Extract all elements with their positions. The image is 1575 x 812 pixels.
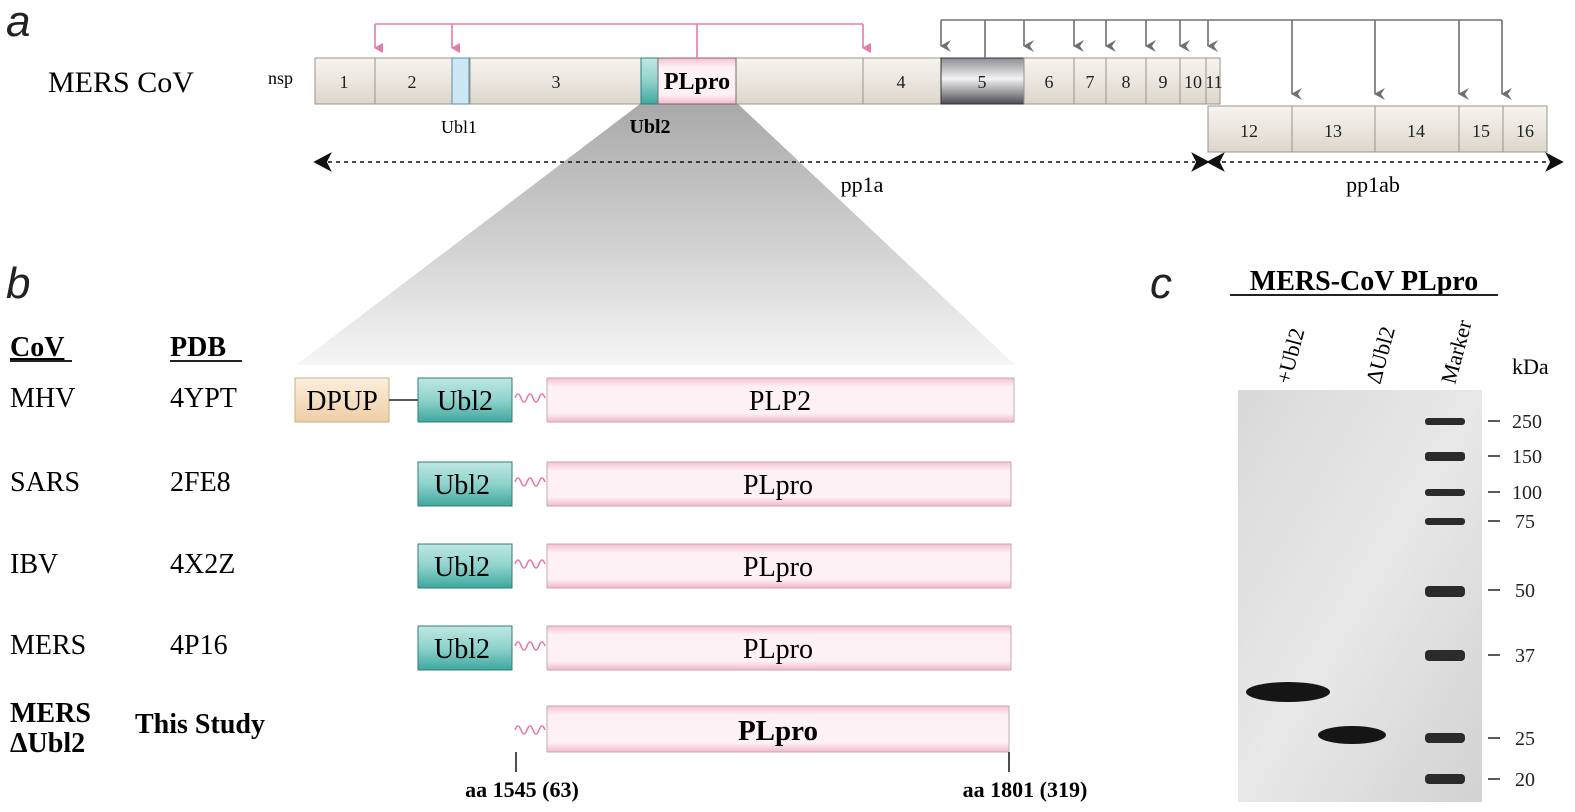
study-cov-line1: MERS: [10, 698, 91, 729]
pp1ab-label: pp1ab: [1346, 172, 1400, 197]
marker-20: 20: [1515, 769, 1535, 791]
ubl2-box-mhv: [417, 377, 513, 423]
col-pdb-header: PDB: [170, 332, 226, 363]
ubl2-domain: [640, 57, 659, 105]
row-cov-mhv: MHV: [10, 383, 75, 414]
marker-25: 25: [1515, 728, 1535, 750]
nsp-4-label: 4: [897, 72, 906, 92]
plpro-box-sars: [546, 461, 1012, 507]
pp1a-label: pp1a: [841, 172, 884, 197]
expansion-fan: [296, 104, 1015, 365]
plpro-label-sars: PLpro: [743, 470, 813, 501]
marker-250: 250: [1512, 411, 1542, 433]
plpro-label-ibv: PLpro: [743, 552, 813, 583]
marker-ticks: [1488, 420, 1500, 780]
plp2-domain: [546, 377, 1015, 423]
row-pdb-ibv: 4X2Z: [170, 549, 235, 580]
plpro-domain: [657, 57, 737, 105]
nsp-6-label: 6: [1045, 72, 1054, 92]
nsp-1-label: 1: [340, 72, 349, 92]
plp2-label: PLP2: [749, 386, 811, 417]
marker-100: 100: [1512, 482, 1542, 504]
marker-50: 50: [1515, 580, 1535, 602]
virus-label: MERS CoV: [48, 66, 194, 99]
panel-b-letter: b: [6, 259, 30, 308]
nsp-13-label: 13: [1324, 121, 1342, 141]
3clpro-cleavage-arrows: [940, 19, 1512, 100]
study-pdb: This Study: [135, 709, 265, 740]
ubl2-box-mers: [417, 625, 513, 671]
marker-75: 75: [1515, 511, 1535, 533]
ubl2-box-sars: [417, 461, 513, 507]
nsp-8-label: 8: [1122, 72, 1131, 92]
ubl2-label: Ubl2: [629, 116, 670, 138]
marker-37: 37: [1515, 645, 1535, 667]
band-delta-ubl2: [1318, 726, 1386, 744]
ubl2-label-mers: Ubl2: [434, 634, 490, 665]
plpro-label-study: PLpro: [738, 715, 818, 747]
linker-helix-sars: [514, 477, 546, 487]
dpup-domain: [294, 377, 390, 423]
band-plus-ubl2: [1246, 682, 1330, 702]
nsp-14-label: 14: [1407, 121, 1425, 141]
nsp-7-label: 7: [1086, 72, 1095, 92]
ubl2-box-ibv: [417, 543, 513, 589]
linker-helix-mers: [514, 641, 546, 651]
gel-title: MERS-CoV PLpro: [1250, 266, 1478, 297]
plpro-box-mers: [546, 625, 1012, 671]
nsp-2-label: 2: [408, 72, 417, 92]
row-pdb-mhv: 4YPT: [170, 383, 237, 414]
nsp-12-label: 12: [1240, 121, 1258, 141]
row-cov-mers: MERS: [10, 630, 86, 661]
pp1ab-track: [1207, 105, 1548, 153]
row-pdb-mers: 4P16: [170, 630, 228, 661]
lane-label-marker: Marker: [1436, 317, 1477, 387]
ubl2-label-ibv: Ubl2: [434, 552, 490, 583]
ubl2-label-mhv: Ubl2: [437, 386, 493, 417]
nsp-10-label: 10: [1184, 72, 1202, 92]
lane-label-delta-ubl2: ΔUbl2: [1361, 324, 1400, 387]
nsp-11-label: 11: [1205, 72, 1222, 92]
plpro-label: PLpro: [664, 69, 730, 95]
nsp-3-label: 3: [552, 72, 561, 92]
dpup-label: DPUP: [306, 386, 378, 417]
panel-c-letter: c: [1150, 259, 1172, 308]
ubl1-label: Ubl1: [441, 117, 477, 137]
study-cov-line2: ΔUbl2: [10, 728, 85, 759]
ubl2-label-sars: Ubl2: [434, 470, 490, 501]
ubl1-domain: [451, 57, 470, 105]
panel-a-letter: a: [6, 0, 30, 46]
row-cov-ibv: IBV: [10, 549, 58, 580]
nsp-5-label: 5: [978, 72, 987, 92]
kda-unit: kDa: [1512, 354, 1549, 379]
row-cov-sars: SARS: [10, 467, 80, 498]
linker-helix-study: [514, 725, 546, 735]
nsp-9-label: 9: [1159, 72, 1168, 92]
col-cov-header: CoV: [10, 332, 64, 363]
plpro-label-mers: PLpro: [743, 634, 813, 665]
marker-ladder: [1425, 418, 1465, 784]
row-pdb-sars: 2FE8: [170, 467, 231, 498]
nsp-15-label: 15: [1472, 121, 1490, 141]
polyprotein-spans: [313, 152, 1564, 172]
plpro-box-ibv: [546, 543, 1012, 589]
marker-150: 150: [1512, 446, 1542, 468]
lane-label-plus-ubl2: +Ubl2: [1271, 325, 1310, 386]
linker-helix-mhv: [514, 393, 546, 403]
linker-helix-ibv: [514, 559, 546, 569]
nsp-track: [314, 57, 1221, 105]
nsp-16-label: 16: [1516, 121, 1534, 141]
plpro-box-study: [546, 705, 1010, 753]
nsp-label: nsp: [268, 68, 293, 88]
aa-end-label: aa 1801 (319): [963, 777, 1088, 802]
plpro-cleavage-arrows: [374, 23, 871, 58]
aa-start-label: aa 1545 (63): [465, 777, 579, 802]
